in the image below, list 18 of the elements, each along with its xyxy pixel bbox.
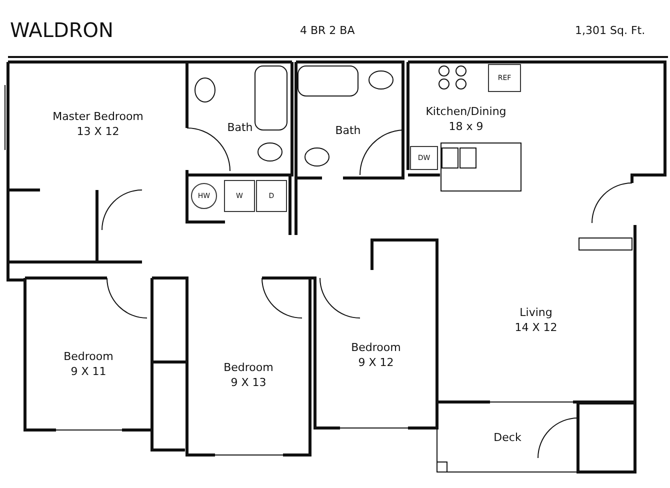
room-name: Bedroom (64, 349, 114, 364)
room-name: Master Bedroom (52, 109, 144, 124)
room-dimensions: 9 X 12 (358, 355, 394, 370)
unit-type: 4 BR 2 BA (300, 24, 355, 37)
room-name: Bedroom (224, 360, 274, 375)
room-dimensions: 9 X 11 (70, 364, 106, 379)
room-name: Living (520, 305, 552, 320)
room-name: Bath (335, 122, 361, 138)
room-dimensions: 9 X 13 (230, 375, 266, 390)
room-name: Deck (494, 430, 522, 445)
plan-title: WALDRON (10, 18, 114, 42)
room-dimensions: 14 X 12 (514, 320, 558, 335)
room-name: Kitchen/Dining (426, 104, 506, 118)
room-dimensions: 13 X 12 (76, 124, 120, 139)
room-dimensions: 18 x 9 (448, 118, 484, 134)
room-name: Bath (227, 120, 253, 135)
square-footage: 1,301 Sq. Ft. (575, 24, 646, 37)
room-name: Bedroom (351, 340, 401, 355)
